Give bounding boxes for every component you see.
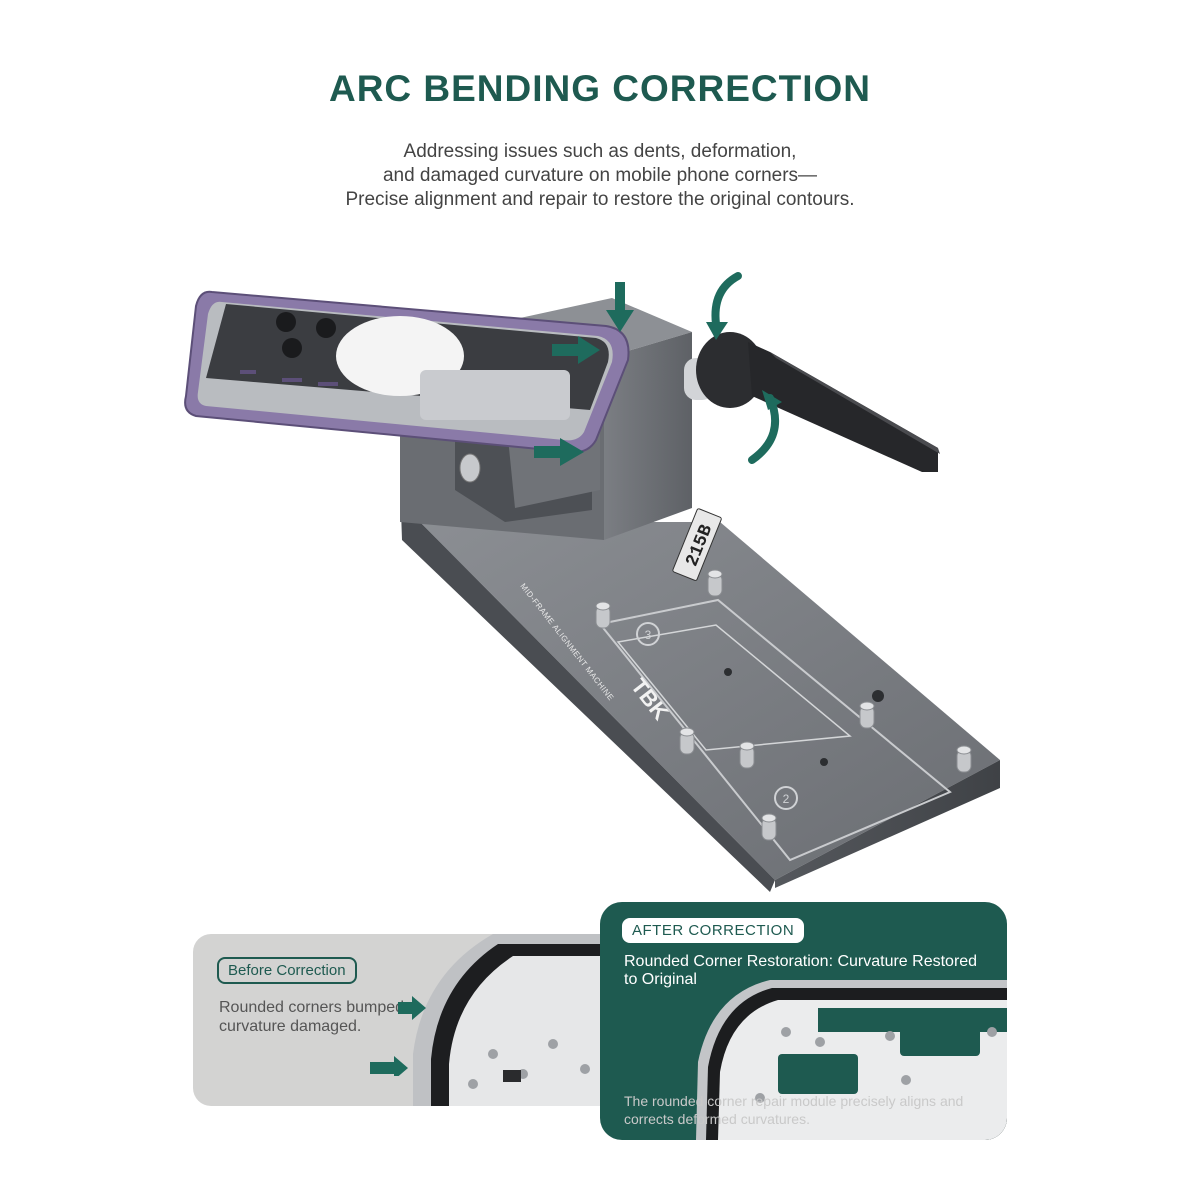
- page-title: ARC BENDING CORRECTION: [328, 68, 872, 109]
- before-corner-photo: [413, 934, 623, 1106]
- subtitle-line-3: Precise alignment and repair to restore …: [345, 189, 855, 210]
- guide-outline-outer: [598, 598, 952, 862]
- base-plate-top: [420, 522, 1000, 880]
- phone-mid-frame: [184, 290, 630, 454]
- clamp-handle: [684, 332, 940, 472]
- subtitle-line-1: Addressing issues such as dents, deforma…: [403, 141, 797, 162]
- machine-illustration: 3 2 215B TBK MID-FRAME ALIGNMENT MACHINE: [184, 272, 1000, 892]
- rotate-arrow-head-top: [706, 322, 728, 340]
- rotate-arrow-head-bottom: [762, 390, 782, 410]
- position-marker-2: 2: [774, 786, 798, 810]
- after-correction-panel: AFTER CORRECTION Rounded Corner Restorat…: [600, 902, 1007, 1140]
- after-corner-photo: [696, 980, 1007, 1140]
- subtitle-line-2: and damaged curvature on mobile phone co…: [382, 165, 818, 186]
- push-arrow-icon: [534, 282, 634, 466]
- alignment-pins: [595, 569, 972, 841]
- before-correction-panel: Before Correction Rounded corners bumped…: [193, 934, 623, 1106]
- before-correction-description: Rounded corners bumped, curvature damage…: [219, 999, 409, 1035]
- after-correction-footnote: The rounded corner repair module precise…: [624, 1093, 964, 1127]
- before-correction-badge: Before Correction: [217, 957, 357, 984]
- after-correction-heading: Rounded Corner Restoration: Curvature Re…: [624, 953, 978, 988]
- clamp-block-front: [604, 332, 692, 540]
- plate-holes: [724, 668, 884, 766]
- svg-text:3: 3: [645, 628, 652, 642]
- clamp-screw: [459, 453, 481, 483]
- corner-arrow-icon: [370, 996, 426, 1076]
- after-correction-badge: AFTER CORRECTION: [622, 918, 805, 943]
- page-subtitle: Addressing issues such as dents, deforma…: [0, 140, 1200, 212]
- base-plate-end: [400, 480, 775, 892]
- position-marker-3: 3: [636, 622, 660, 646]
- svg-text:2: 2: [783, 792, 790, 806]
- guide-outline-inner: [616, 624, 852, 751]
- base-plate-side: [775, 760, 1000, 888]
